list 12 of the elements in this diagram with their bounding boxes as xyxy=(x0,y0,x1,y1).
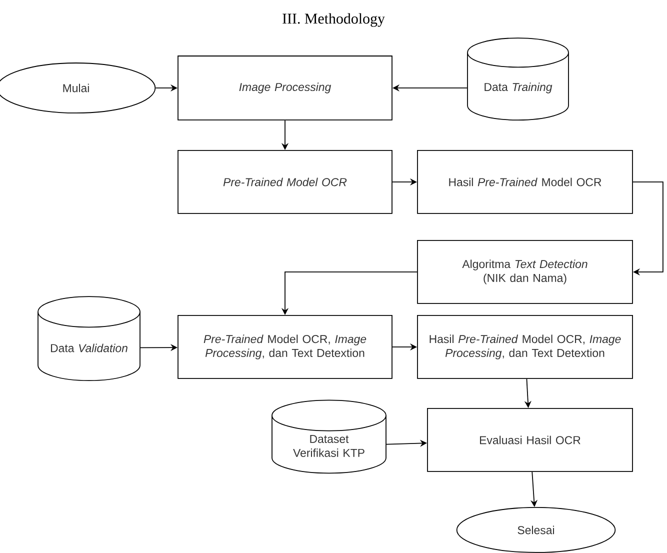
database-cylinder: Data Validation xyxy=(38,296,140,382)
process-box: Image Processing xyxy=(178,56,392,120)
database-cylinder: Dataset Verifikasi KTP xyxy=(272,400,386,474)
section-title: III. Methodology xyxy=(282,13,385,27)
process-box: Pre-Trained Model OCR, Image Processing, dan Text Detextion xyxy=(178,315,392,379)
process-box: Algoritma Text Detection (NIK dan Nama) xyxy=(417,240,633,304)
process-box: Hasil Pre-Trained Model OCR xyxy=(417,150,633,214)
process-box: Hasil Pre-Trained Model OCR, Image Processing, dan Text Detextion xyxy=(417,315,633,379)
process-box: Evaluasi Hasil OCR xyxy=(427,408,633,472)
database-cylinder: Data Training xyxy=(467,38,569,120)
process-box: Pre-Trained Model OCR xyxy=(178,150,392,214)
arrow xyxy=(632,182,664,276)
